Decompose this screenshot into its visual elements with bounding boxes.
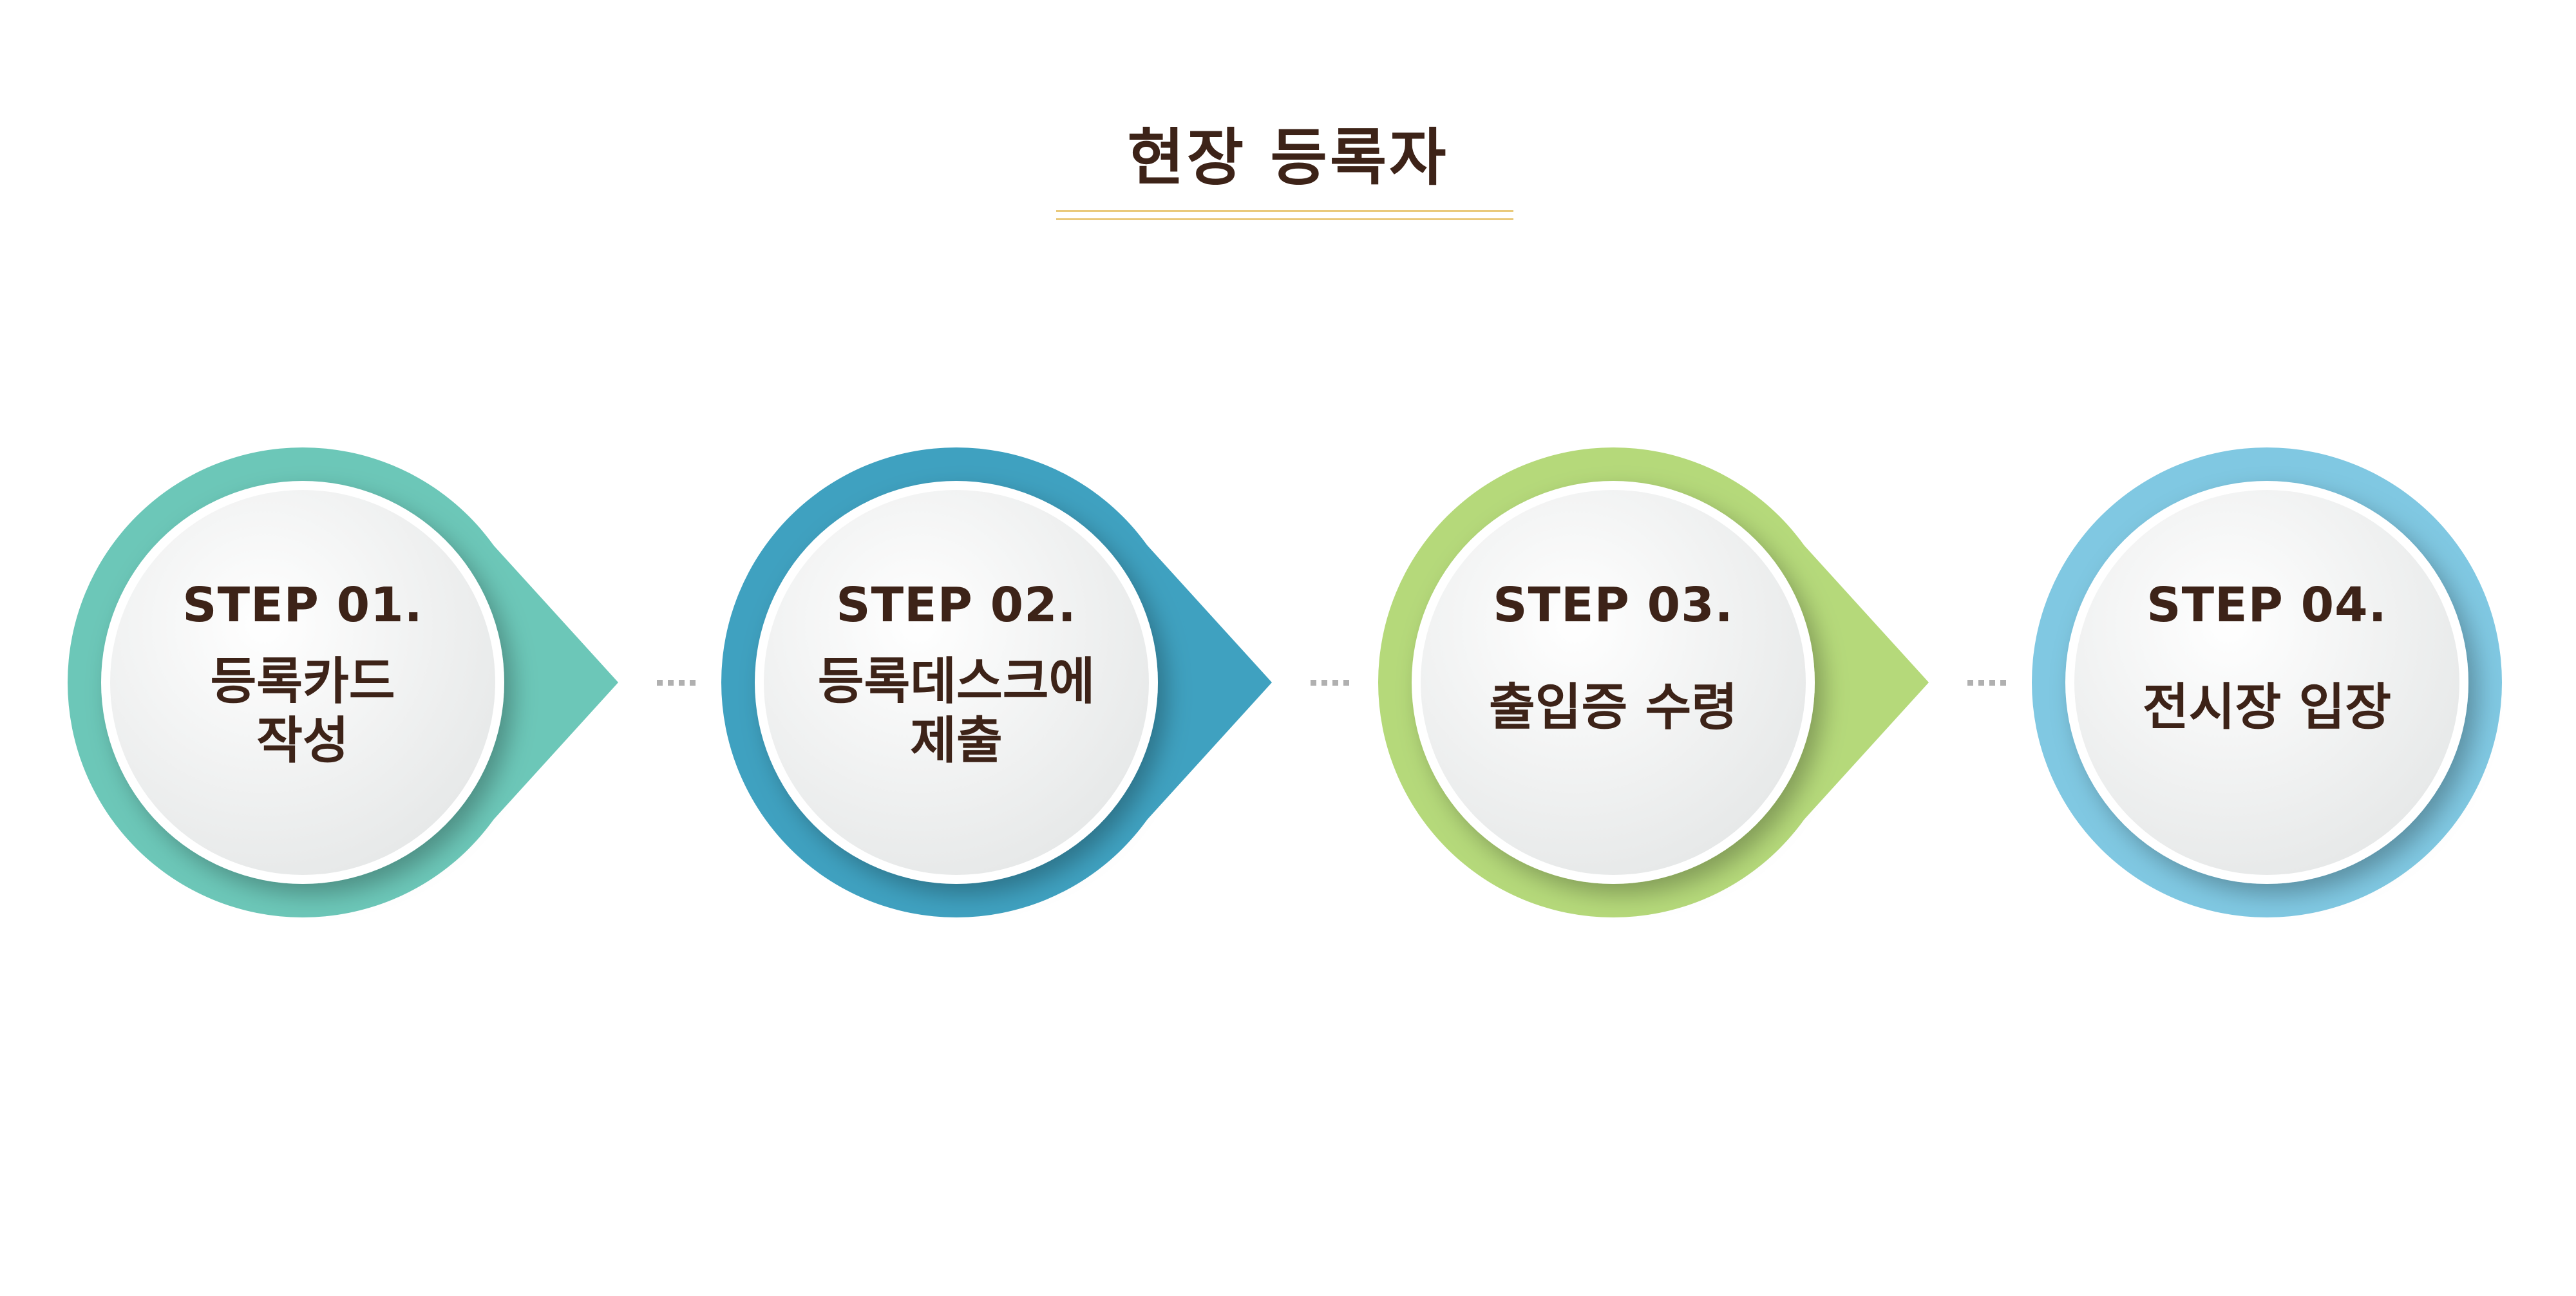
connector-dot: [2000, 680, 2006, 686]
connector-dot: [1967, 680, 1973, 686]
connector-dot: [1978, 680, 1984, 686]
step-3-label: STEP 03.: [1493, 578, 1733, 633]
step-4-inner-disc: [2074, 490, 2459, 875]
step-1-text-line: 등록카드: [210, 653, 395, 711]
step-3: STEP 03. 출입증 수령: [1378, 447, 1929, 917]
step-3-text-line: 출입증 수령: [1489, 679, 1738, 737]
step-2-text-line: 등록데스크에: [818, 653, 1095, 711]
connector-dots-2: [1311, 680, 1349, 686]
connector-dot: [1332, 680, 1338, 686]
step-1-inner-disc: [110, 490, 495, 875]
connector-dot: [1989, 680, 1995, 686]
connector-dot: [668, 680, 674, 686]
connector-dots-3: [1967, 680, 2006, 686]
step-3-inner-disc: [1421, 490, 1806, 875]
step-4-text-line: 전시장 입장: [2143, 679, 2391, 737]
step-1-label: STEP 01.: [182, 578, 422, 633]
step-2-label: STEP 02.: [836, 578, 1076, 633]
connector-dot: [1343, 680, 1349, 686]
step-2-text-line: 제출: [910, 712, 1003, 770]
connector-dot: [690, 680, 696, 686]
step-4: STEP 04. 전시장 입장: [2032, 447, 2502, 917]
step-4-label: STEP 04.: [2146, 578, 2387, 633]
connector-dot: [1311, 680, 1316, 686]
connector-dot: [657, 680, 663, 686]
step-2-inner-disc: [764, 490, 1149, 875]
connector-dots-1: [657, 680, 696, 686]
step-1-text-line: 작성: [256, 712, 349, 770]
page-title: 현장 등록자: [1127, 122, 1449, 194]
connector-dot: [679, 680, 685, 686]
connector-dot: [1321, 680, 1327, 686]
title-underline: [1056, 210, 1513, 220]
